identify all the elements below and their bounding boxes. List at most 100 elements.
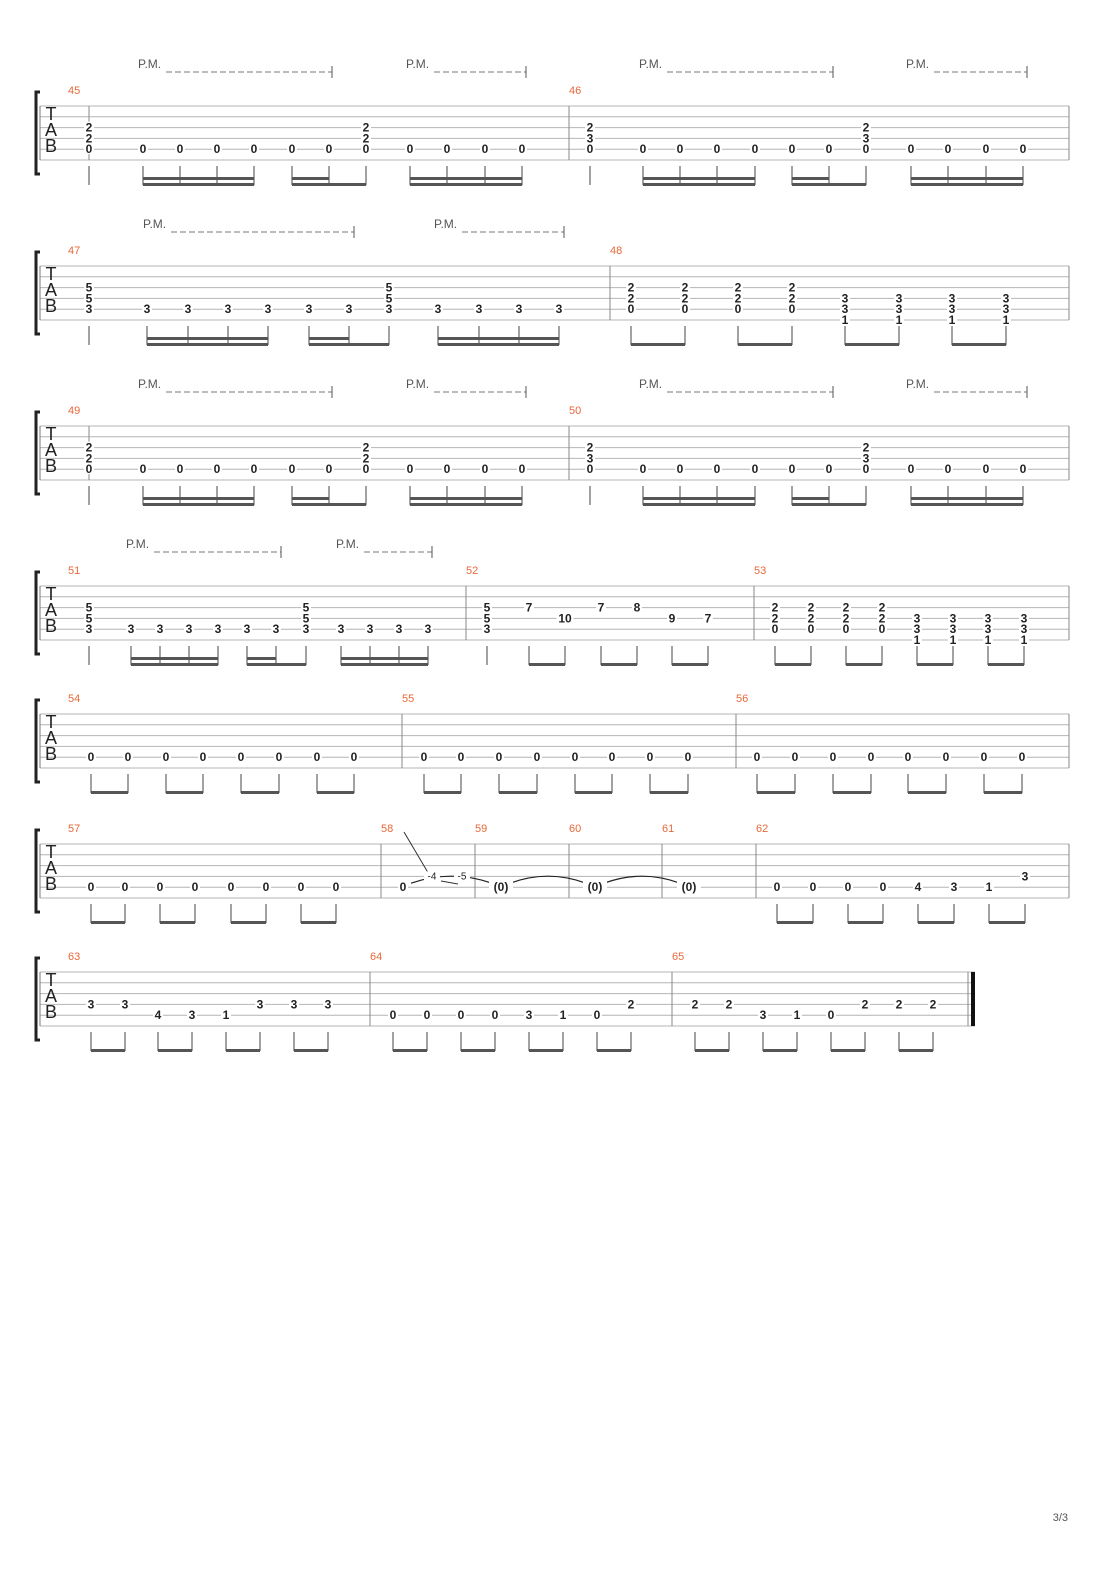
beam-primary bbox=[650, 791, 688, 794]
fret-backing bbox=[724, 998, 734, 1010]
fret-number: 0 bbox=[1020, 462, 1027, 476]
beam-secondary bbox=[292, 497, 329, 500]
fret-backing bbox=[947, 292, 957, 304]
fret-backing bbox=[388, 1009, 398, 1021]
fret-number: 3 bbox=[185, 302, 192, 316]
fret-number: 3 bbox=[556, 302, 563, 316]
fret-backing bbox=[824, 463, 834, 475]
fret-backing bbox=[866, 751, 876, 763]
fret-number: 3 bbox=[587, 131, 594, 145]
beam-primary bbox=[846, 663, 882, 666]
fret-backing bbox=[607, 751, 617, 763]
fret-number: 0 bbox=[458, 750, 465, 764]
fret-backing bbox=[861, 143, 871, 155]
fret-number: 1 bbox=[949, 313, 956, 327]
fret-number: 0 bbox=[519, 142, 526, 156]
fret-number: 0 bbox=[200, 750, 207, 764]
fret-backing bbox=[198, 751, 208, 763]
measure-number: 56 bbox=[736, 693, 748, 705]
fret-number: 0 bbox=[983, 142, 990, 156]
fret-number: 3 bbox=[128, 622, 135, 636]
beam-primary bbox=[292, 183, 329, 186]
slide-line bbox=[440, 880, 459, 885]
tab-clef-letter: A bbox=[45, 728, 57, 748]
beam-primary bbox=[292, 503, 329, 506]
grace-fret-number: -5 bbox=[458, 871, 467, 882]
fret-number: 1 bbox=[560, 1008, 567, 1022]
fret-number: 2 bbox=[86, 451, 93, 465]
beam-primary bbox=[831, 1049, 865, 1052]
fret-backing bbox=[861, 121, 871, 133]
fret-number: 3 bbox=[842, 291, 849, 305]
measure-number: 63 bbox=[68, 951, 80, 963]
fret-backing bbox=[84, 441, 94, 453]
fret-number: 0 bbox=[407, 142, 414, 156]
tab-clef-letter: T bbox=[46, 424, 57, 444]
measure-number: 47 bbox=[68, 245, 80, 257]
fret-backing bbox=[142, 303, 152, 315]
fret-backing bbox=[123, 751, 133, 763]
tab-clef-letter: B bbox=[45, 456, 57, 476]
fret-backing bbox=[261, 881, 271, 893]
fret-backing bbox=[683, 751, 693, 763]
fret-backing bbox=[787, 463, 797, 475]
fret-number: 0 bbox=[752, 142, 759, 156]
fret-backing bbox=[906, 463, 916, 475]
fret-backing bbox=[223, 303, 233, 315]
fret-number: 7 bbox=[705, 611, 712, 625]
fret-number: 5 bbox=[303, 601, 310, 615]
fret-number: 0 bbox=[609, 750, 616, 764]
fret-number: 2 bbox=[808, 601, 815, 615]
fret-backing bbox=[138, 463, 148, 475]
beam-primary bbox=[499, 791, 537, 794]
fret-number: 0 bbox=[326, 142, 333, 156]
beam-primary bbox=[792, 183, 829, 186]
fret-backing bbox=[750, 143, 760, 155]
fret-number: 2 bbox=[879, 611, 886, 625]
fret-number: 2 bbox=[692, 997, 699, 1011]
fret-backing bbox=[750, 463, 760, 475]
fret-backing bbox=[361, 121, 371, 133]
fret-backing bbox=[1019, 623, 1029, 635]
palm-mute-label: P.M. bbox=[126, 537, 149, 551]
fret-number: 0 bbox=[714, 462, 721, 476]
fret-number: 7 bbox=[598, 601, 605, 615]
fret-number: 0 bbox=[276, 750, 283, 764]
beam-primary bbox=[438, 343, 559, 346]
fret-number: 0 bbox=[572, 750, 579, 764]
fret-backing bbox=[626, 998, 636, 1010]
beam-primary bbox=[911, 503, 1023, 506]
fret-number: 0 bbox=[810, 880, 817, 894]
fret-backing bbox=[324, 463, 334, 475]
beam-primary bbox=[848, 921, 883, 924]
beam-primary bbox=[601, 663, 637, 666]
fret-backing bbox=[912, 623, 922, 635]
fret-number: 0 bbox=[587, 462, 594, 476]
fret-backing bbox=[419, 751, 429, 763]
beam-secondary bbox=[792, 177, 829, 180]
system-bracket bbox=[34, 250, 40, 336]
fret-number: 0 bbox=[407, 462, 414, 476]
measure-number: 60 bbox=[569, 823, 581, 835]
fret-number: 2 bbox=[682, 291, 689, 305]
fret-backing bbox=[596, 601, 606, 613]
fret-number: 0 bbox=[496, 750, 503, 764]
fret-number: 0 bbox=[326, 462, 333, 476]
fret-backing bbox=[894, 292, 904, 304]
beam-primary bbox=[643, 503, 755, 506]
grace-backing bbox=[424, 871, 440, 881]
fret-number: 3 bbox=[1021, 611, 1028, 625]
fret-backing bbox=[84, 121, 94, 133]
fret-number: 0 bbox=[677, 462, 684, 476]
fret-backing bbox=[787, 281, 797, 293]
fret-backing bbox=[361, 143, 371, 155]
fret-number: 0 bbox=[677, 142, 684, 156]
beam-secondary bbox=[147, 337, 268, 340]
fret-backing bbox=[249, 143, 259, 155]
palm-mute-label: P.M. bbox=[906, 377, 929, 391]
fret-number: 0 bbox=[86, 462, 93, 476]
fret-number: 0 bbox=[789, 142, 796, 156]
fret-backing bbox=[983, 623, 993, 635]
beam-primary bbox=[461, 1049, 495, 1052]
fret-number: 3 bbox=[914, 611, 921, 625]
